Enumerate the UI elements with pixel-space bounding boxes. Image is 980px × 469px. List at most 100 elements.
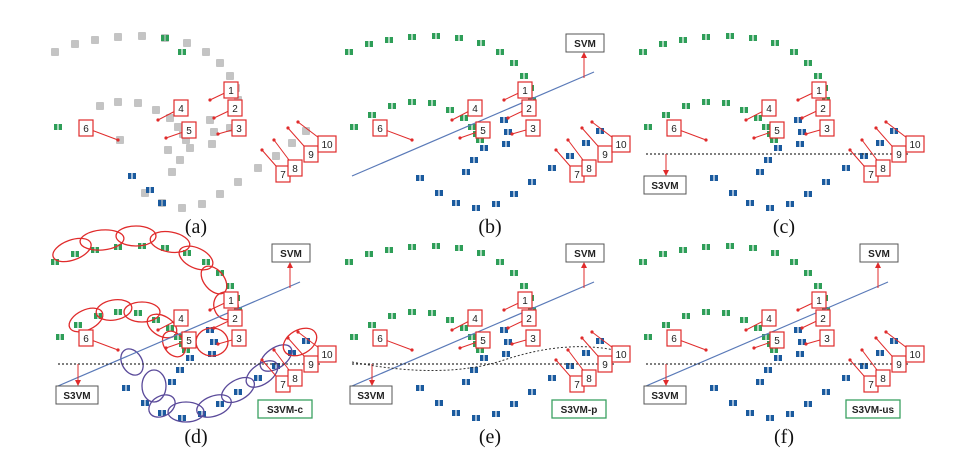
green-point: [726, 33, 734, 39]
blue-point: [822, 179, 830, 185]
arrowhead-icon: [874, 336, 878, 340]
blue-point: [128, 173, 136, 179]
unlabeled-point: [198, 200, 206, 208]
blue-point: [774, 145, 782, 151]
point-label: 5: [186, 126, 192, 137]
blue-point: [122, 385, 130, 391]
arrowhead-icon: [450, 328, 454, 332]
s3vm-label: S3VM: [651, 181, 678, 192]
blue-point: [764, 367, 772, 373]
arrowhead-icon: [272, 138, 276, 142]
variant-label-box: [551, 399, 607, 419]
point-label: 9: [896, 150, 902, 161]
point-label: 5: [480, 126, 486, 137]
blue-point: [176, 367, 184, 373]
green-point: [408, 34, 416, 40]
green-point: [726, 243, 734, 249]
point-label: 2: [232, 314, 238, 325]
point-label-box: [525, 329, 541, 347]
green-point: [428, 310, 436, 316]
unlabeled-point: [202, 48, 210, 56]
green-point: [814, 283, 822, 289]
arrowhead-icon: [369, 380, 375, 386]
point-label-box: [475, 121, 491, 139]
blue-point: [435, 190, 443, 196]
point-label: 1: [228, 86, 234, 97]
green-point: [408, 99, 416, 105]
s3vm-label: S3VM: [651, 391, 678, 402]
point-label-box: [517, 291, 533, 309]
green-point: [432, 243, 440, 249]
cluster-ellipse: [259, 344, 293, 372]
green-point: [662, 112, 670, 118]
point-label: 10: [615, 140, 627, 151]
unlabeled-point: [114, 98, 122, 106]
point-label-box: [181, 121, 197, 139]
unlabeled-point: [186, 144, 194, 152]
cluster-ellipse: [123, 301, 161, 323]
blue-point: [798, 129, 806, 135]
variant-label: S3VM-c: [267, 405, 304, 416]
arrowhead-icon: [216, 132, 220, 136]
unlabeled-point: [206, 116, 214, 124]
green-point: [468, 334, 476, 340]
blue-point: [288, 350, 296, 356]
green-point: [460, 325, 468, 331]
blue-point: [804, 401, 812, 407]
blue-point: [480, 145, 488, 151]
blue-point: [158, 200, 166, 206]
variant-label: S3VM-p: [561, 405, 598, 416]
green-point: [476, 137, 484, 143]
svm-label: SVM: [574, 39, 596, 50]
arrowhead-icon: [506, 116, 510, 120]
unlabeled-point: [174, 123, 182, 131]
unlabeled-point: [210, 128, 218, 136]
arrowhead-icon: [590, 330, 594, 334]
arrowhead-icon: [458, 136, 462, 140]
blue-point: [462, 169, 470, 175]
arrowhead-icon: [800, 326, 804, 330]
cluster-ellipse: [95, 299, 133, 321]
green-point: [659, 41, 667, 47]
point-label: 2: [820, 314, 826, 325]
arrowhead-icon: [208, 308, 212, 312]
arrowhead-icon: [212, 116, 216, 120]
green-point: [682, 313, 690, 319]
cluster-ellipse: [52, 237, 92, 263]
blue-point: [206, 327, 214, 333]
s3vm-label-box: [643, 385, 687, 405]
blue-point: [416, 385, 424, 391]
arrowhead-icon: [164, 346, 168, 350]
green-point: [385, 247, 393, 253]
unlabeled-point: [226, 72, 234, 80]
blue-point: [208, 351, 216, 357]
point-label-box: [875, 369, 891, 387]
green-point: [679, 247, 687, 253]
green-point: [345, 259, 353, 265]
blue-point: [472, 205, 480, 211]
green-point: [722, 100, 730, 106]
point-label: 1: [522, 86, 528, 97]
green-point: [368, 322, 376, 328]
green-point: [166, 325, 174, 331]
point-label: 5: [480, 336, 486, 347]
blue-point: [794, 117, 802, 123]
blue-point: [710, 385, 718, 391]
arrowhead-icon: [156, 328, 160, 332]
blue-point: [254, 375, 262, 381]
arrowhead-icon: [510, 132, 514, 136]
point-label-box: [223, 291, 239, 309]
point-label: 3: [824, 334, 830, 345]
blue-point: [302, 338, 310, 344]
point-label: 2: [526, 314, 532, 325]
unlabeled-point: [114, 33, 122, 41]
green-point: [477, 250, 485, 256]
point-label-box: [467, 99, 483, 117]
point-label-box: [181, 331, 197, 349]
arrowhead-icon: [704, 348, 708, 352]
arrowhead-icon: [566, 138, 570, 142]
point-label: 8: [880, 164, 886, 175]
s3vm-label: S3VM: [63, 391, 90, 402]
point-label: 7: [280, 170, 286, 181]
